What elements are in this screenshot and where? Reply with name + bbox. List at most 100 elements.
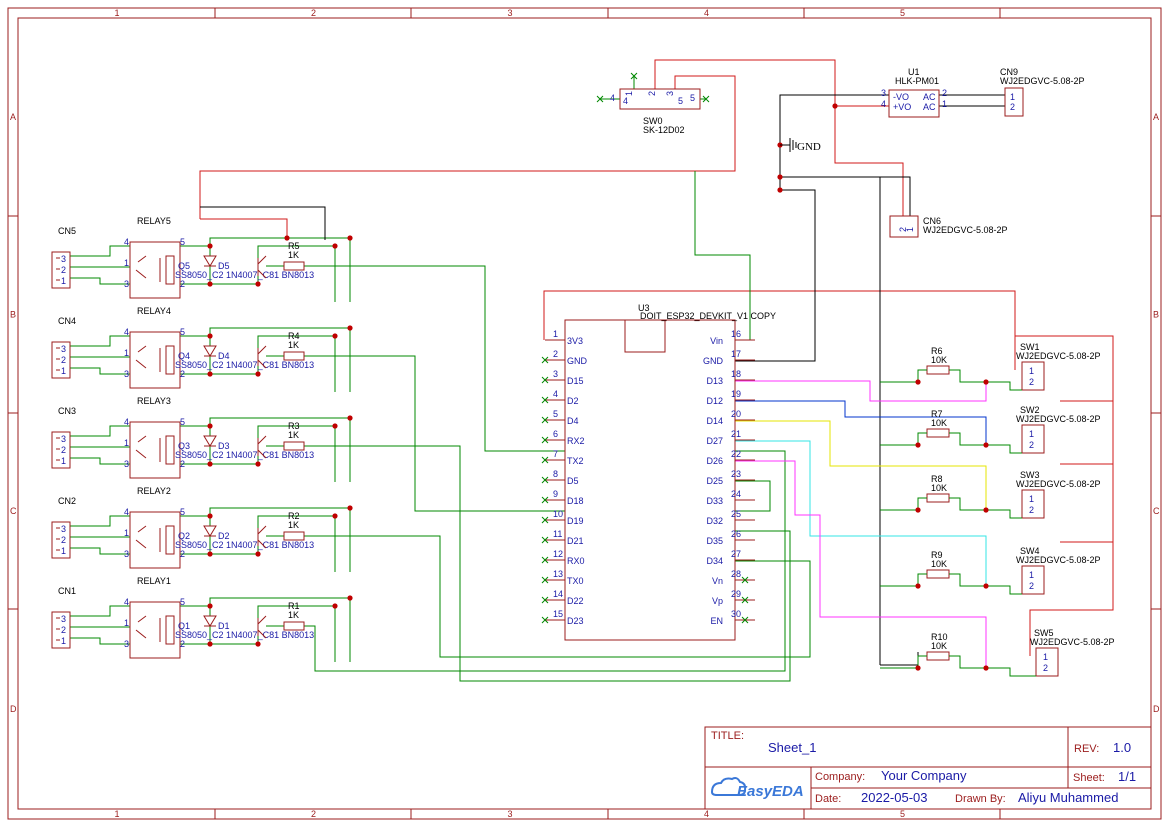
no-connect-mark	[741, 616, 749, 624]
no-connect-mark	[541, 576, 549, 584]
wire	[735, 460, 987, 667]
no-connect-mark	[741, 576, 749, 584]
relay-pin-3: 3	[124, 459, 129, 469]
tb-date: 2022-05-03	[861, 790, 928, 805]
sw-connector	[1035, 647, 1059, 677]
u3-pin-label: D21	[567, 536, 584, 546]
sw-pin-1: 1	[1029, 366, 1034, 376]
wire	[735, 94, 889, 362]
cn9-body	[1004, 87, 1024, 117]
transistor-symbol	[257, 345, 267, 369]
title-block-border	[704, 726, 1152, 810]
pulldown-resistor	[926, 365, 950, 375]
wire	[70, 335, 130, 347]
u3-pin-label: D26	[706, 456, 723, 466]
relay-pin-4: 4	[124, 417, 129, 427]
diode-ref: D2	[218, 531, 230, 541]
transistor-symbol	[257, 255, 267, 279]
transistor-symbol	[257, 525, 267, 549]
junction-dot	[284, 235, 290, 241]
junction-dot	[255, 281, 261, 287]
u3-pin-num: 5	[553, 409, 558, 419]
diode-ref: D4	[218, 351, 230, 361]
resistor-ref: R4	[288, 331, 300, 341]
cn-pin: 1	[61, 276, 66, 286]
wire	[199, 75, 736, 219]
sw-pin-2: 2	[1029, 505, 1034, 515]
zone-col-top: 5	[900, 8, 905, 18]
sw-connector	[1021, 565, 1045, 595]
wire	[180, 597, 351, 662]
no-connect-mark	[541, 476, 549, 484]
cn-body	[51, 521, 71, 559]
resistor-value: 1K	[288, 250, 299, 260]
wire	[70, 277, 130, 285]
u1-pin-ac1: AC	[923, 92, 936, 102]
u1-pin-vo-neg: -VO	[893, 92, 909, 102]
u3-pin-label: D18	[567, 496, 584, 506]
relay-body	[129, 331, 181, 389]
u3-pin-label: D2	[567, 396, 579, 406]
wire	[654, 59, 904, 216]
relay-pin-3: 3	[124, 279, 129, 289]
cn-pin: 2	[61, 535, 66, 545]
junction-dot	[983, 507, 989, 513]
u3-pin-num: 18	[731, 369, 741, 379]
zone-col-top: 2	[311, 8, 316, 18]
relay-contacts	[135, 435, 161, 462]
relay-pin-4: 4	[124, 327, 129, 337]
u3-pin-num: 27	[731, 549, 741, 559]
relay-ref: RELAY5	[137, 216, 171, 226]
pulldown-resistor	[926, 651, 950, 661]
sw0-pin-3: 3	[665, 91, 675, 96]
relay-ref: RELAY4	[137, 306, 171, 316]
sw-pin-2: 2	[1029, 377, 1034, 387]
zone-col-bottom: 1	[115, 809, 120, 819]
u3-pin-label: D4	[567, 416, 579, 426]
junction-dot	[207, 461, 213, 467]
wire	[257, 245, 336, 302]
cn-ref: CN3	[58, 406, 76, 416]
resistor-value: 10K	[931, 418, 947, 428]
relay-pin-4: 4	[124, 597, 129, 607]
transistor-ref: Q4	[178, 351, 190, 361]
u3-pin-num: 8	[553, 469, 558, 479]
zone-grid	[8, 8, 1161, 819]
relay-pin-3: 3	[124, 639, 129, 649]
relay-pin-5: 5	[180, 507, 185, 517]
cn-pin: 2	[61, 355, 66, 365]
easyeda-logo: EasyEDA	[710, 777, 804, 800]
junction-dot	[207, 243, 213, 249]
cn-pin: 1	[61, 456, 66, 466]
switch-inputs: SW1WJ2EDGVC-5.08-2P12R610KSW2WJ2EDGVC-5.…	[880, 342, 1115, 677]
no-connect-mark	[541, 436, 549, 444]
junction-dot	[332, 243, 338, 249]
diode-ref: D1	[218, 621, 230, 631]
relay-contacts	[135, 525, 161, 552]
sw-pin-2: 2	[1043, 663, 1048, 673]
relay-pin-1: 1	[124, 528, 129, 538]
relay-pin-2: 2	[180, 369, 185, 379]
wire	[257, 425, 336, 482]
junction-dot	[207, 513, 213, 519]
sw-value: WJ2EDGVC-5.08-2P	[1016, 555, 1101, 565]
outer-frame	[7, 7, 1162, 820]
relay-pin-2: 2	[180, 549, 185, 559]
junction-dot	[207, 603, 213, 609]
zone-row-left: B	[10, 310, 16, 320]
wire	[304, 450, 786, 672]
wire	[70, 637, 130, 645]
diode-symbol	[203, 615, 217, 627]
cn-body	[51, 431, 71, 469]
relay-ref: RELAY2	[137, 486, 171, 496]
u3-pin-num: 22	[731, 449, 741, 459]
sw-ref: SW5	[1034, 628, 1054, 638]
relay-pin-1: 1	[124, 438, 129, 448]
sw-pin-2: 2	[1029, 440, 1034, 450]
u3-pin-num: 23	[731, 469, 741, 479]
transistor-symbol	[257, 435, 267, 459]
